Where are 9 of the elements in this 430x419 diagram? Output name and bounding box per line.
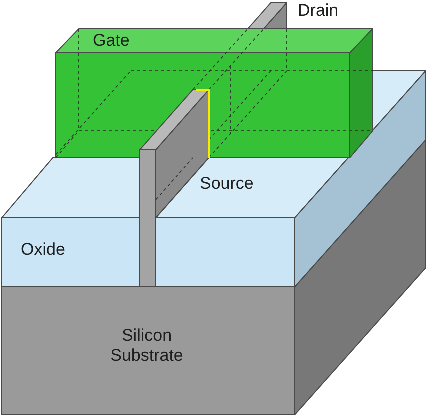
oxide-block: [2, 158, 140, 288]
oxide-block: [156, 70, 426, 288]
gate-label: Gate: [93, 31, 130, 51]
oxide-label: Oxide: [21, 240, 66, 260]
drain-label: Drain: [298, 1, 339, 21]
gate-block: [56, 28, 374, 158]
substrate-label: Silicon Substrate: [110, 326, 184, 366]
source-label: Source: [200, 174, 254, 194]
substrate-block: [2, 140, 426, 416]
